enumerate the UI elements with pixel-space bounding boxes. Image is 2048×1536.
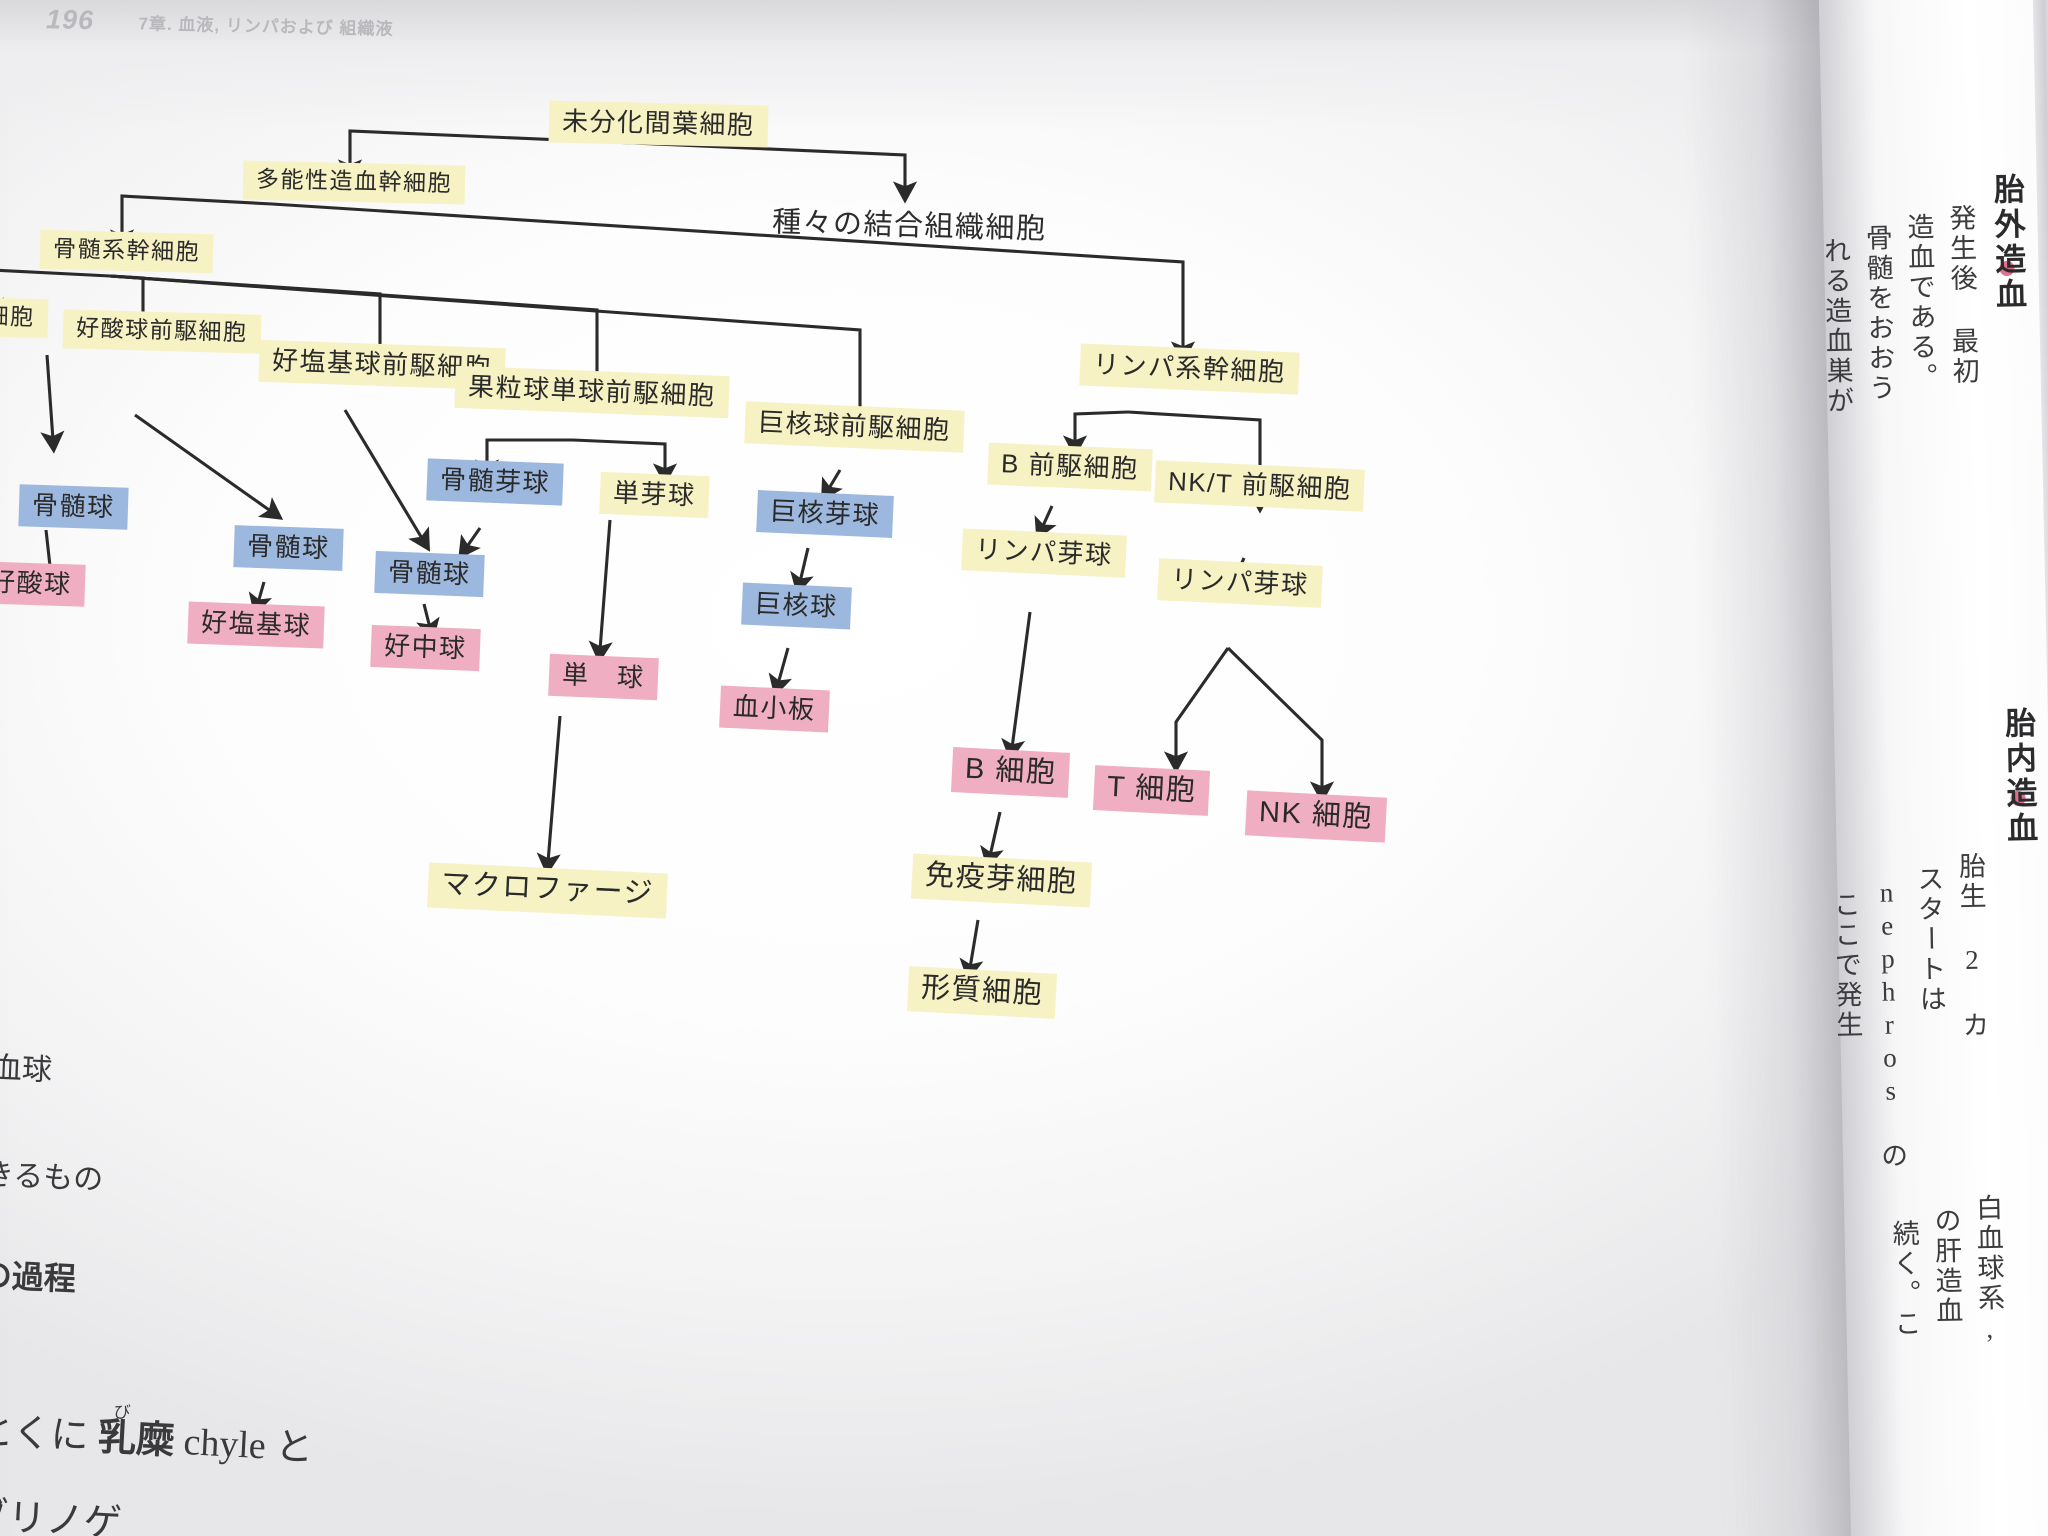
node-myelocyte-eosinophil-line: 骨髄球 (18, 484, 129, 530)
ruby-annotation: び (113, 1402, 132, 1423)
node-megakaryocyte: 巨核球 (741, 582, 852, 630)
body-text-line-3: の過程 (0, 1256, 77, 1298)
node-mesenchymal: 未分化間葉細胞 (548, 100, 768, 148)
node-myeloblast: 骨髄芽球 (426, 458, 564, 506)
node-monoblast: 単芽球 (599, 471, 710, 519)
node-erythroid-progenitor: 駆細胞 (0, 296, 49, 339)
node-neutrophil: 好中球 (370, 624, 481, 672)
node-megakaryoblast: 巨核芽球 (756, 490, 894, 538)
right-margin-column: 胎外造血 発生後 最初 造血である。 骨髄をおおう れる造血巣が 胎内造血 胎生… (1817, 150, 2048, 1495)
body-text-chyle-term: び乳糜 (97, 1402, 176, 1463)
node-lymphoblast-b: リンパ芽球 (961, 528, 1127, 578)
node-t-cell: T 細胞 (1092, 765, 1211, 816)
body-text-line-4-c: chyle と (173, 1420, 315, 1470)
node-myelocyte-neutrophil-line: 骨髄球 (374, 550, 485, 598)
margin-heading-intrauterine: 胎内造血 (1999, 706, 2038, 848)
node-b-progenitor: B 前駆細胞 (987, 442, 1153, 492)
node-b-cell: B 細胞 (950, 747, 1071, 798)
node-eosinophil-progenitor: 好酸球前駆細胞 (62, 309, 262, 354)
body-text-line-4-a: とくに (0, 1410, 90, 1459)
body-text-line-4-b: 乳糜 (97, 1416, 176, 1463)
node-platelet: 血小板 (719, 685, 830, 733)
margin-col-12: 続く。こ (1888, 1219, 1921, 1340)
hematopoiesis-diagram: 未分化間葉細胞 多能性造血幹細胞 種々の結合組織細胞 骨髄系幹細胞 駆細胞 好酸… (0, 100, 1387, 1019)
margin-heading-extrauterine: 胎外造血 (1988, 172, 2027, 314)
body-text-line-5: ブリノゲ (0, 1494, 123, 1536)
margin-col-4: れる造血巣が (1819, 236, 1854, 417)
node-basophil: 好塩基球 (187, 601, 325, 649)
node-connective-tissue-cells: 種々の結合組織細胞 (771, 206, 1047, 246)
node-monocyte: 単 球 (548, 653, 659, 701)
body-text-line-2: きるもの (0, 1158, 104, 1197)
node-eosinophil: 好酸球 (0, 561, 86, 607)
node-plasma-cell: 形質細胞 (906, 966, 1058, 1019)
node-immunoblast: 免疫芽細胞 (910, 853, 1092, 908)
node-myelocyte-basophil-line: 骨髄球 (233, 525, 344, 571)
node-nk-cell: NK 細胞 (1244, 790, 1387, 843)
node-pluripotent-stem: 多能性造血幹細胞 (242, 160, 466, 205)
node-myeloid-stem: 骨髄系幹細胞 (39, 229, 214, 274)
body-text-line-1: 血球 (0, 1051, 53, 1088)
node-lymphoblast-t: リンパ芽球 (1157, 558, 1323, 608)
